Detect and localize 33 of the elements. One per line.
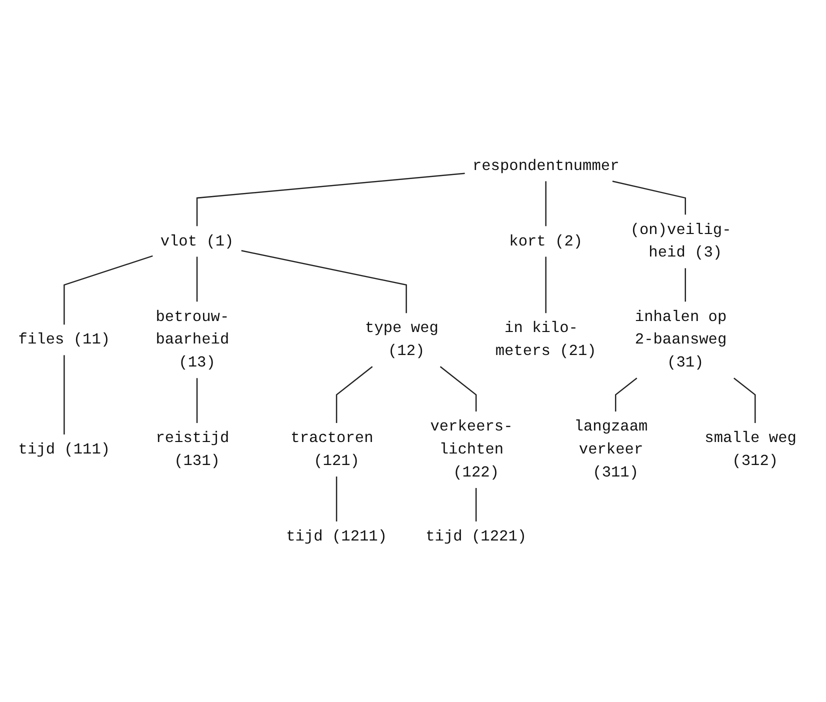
connector [196, 172, 465, 226]
connector [196, 378, 198, 423]
node-text: type weg (12) [365, 319, 438, 360]
node-text: reistijd (131) [156, 429, 230, 470]
connector [196, 256, 198, 302]
connector [241, 250, 407, 313]
connector [612, 180, 686, 214]
node-text: langzaam verkeer (311) [574, 418, 648, 481]
connector [615, 377, 638, 412]
node-text: kort (2) [509, 232, 583, 250]
node-text: verkeers- lichten (122) [430, 418, 513, 481]
connector [64, 354, 65, 434]
connector [475, 488, 477, 522]
node-text: smalle weg (312) [704, 429, 796, 470]
connector [440, 366, 477, 412]
node-text: tijd (111) [18, 440, 110, 458]
connector [336, 476, 338, 522]
connector [734, 377, 756, 423]
connector [545, 180, 546, 226]
connector [545, 256, 546, 313]
node-text: vlot (1) [160, 232, 234, 250]
node-text: files (11) [18, 330, 110, 348]
node-text: tijd (1221) [426, 528, 527, 545]
node-text: betrouw- baarheid (13) [156, 308, 230, 372]
connector [64, 255, 153, 324]
node-text: inhalen op 2-baansweg (31) [634, 308, 727, 372]
node-text: tijd (1211) [286, 528, 388, 545]
node-text: in kilo- meters (21) [495, 319, 596, 360]
node-text: respondentnummer [472, 156, 620, 174]
connector [336, 366, 373, 423]
node-text: tractoren (121) [290, 429, 374, 470]
connector [684, 268, 686, 302]
node-text: (on)veilig- heid (3) [630, 221, 732, 262]
